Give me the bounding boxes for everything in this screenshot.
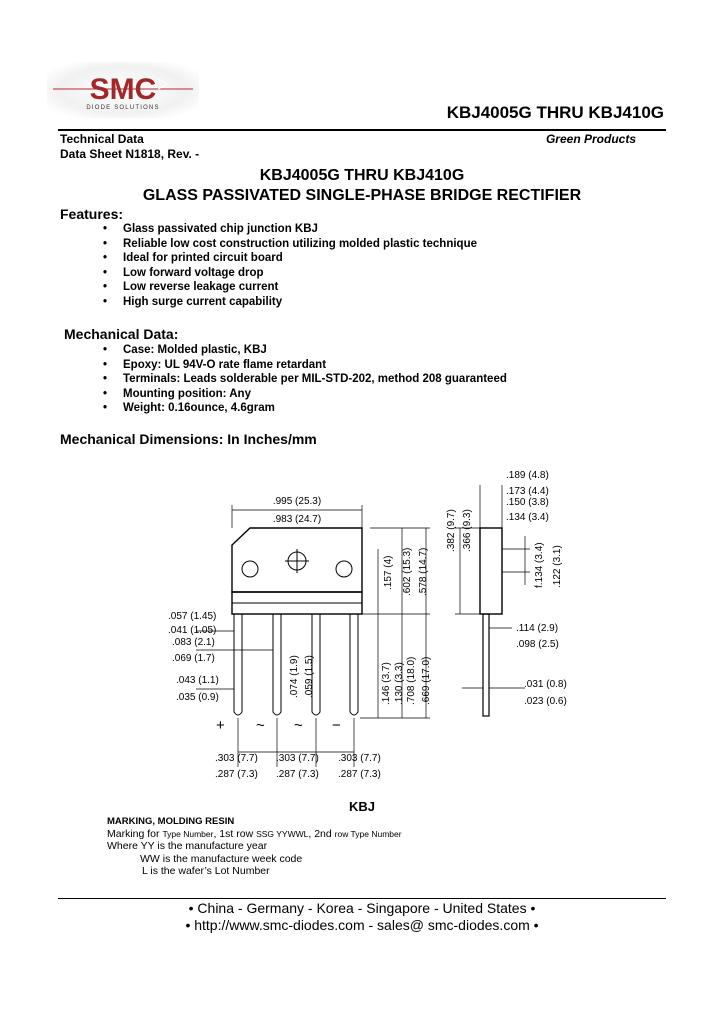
data-sheet-label: Data Sheet N1818, Rev. - — [60, 147, 200, 161]
features-list: •Glass passivated chip junction KBJ •Rel… — [103, 222, 477, 310]
marking-text: row Type Number — [334, 829, 402, 839]
feature-text: Reliable low cost construction utilizing… — [123, 237, 477, 250]
technical-data-block: Technical Data Data Sheet N1818, Rev. - — [60, 132, 199, 162]
package-name: KBJ — [348, 799, 375, 814]
dim-h4: .146 (3.7) — [381, 662, 392, 705]
mechanical-data-list: •Case: Molded plastic, KBJ •Epoxy: UL 94… — [103, 343, 507, 416]
marking-text: Type Number — [162, 829, 214, 839]
dim-s11: .031 (0.8) — [524, 679, 567, 690]
bullet-glyph: • — [526, 900, 536, 916]
dim-s2: .173 (4.4) — [506, 486, 549, 497]
list-item: •Low reverse leakage current — [103, 281, 279, 294]
svg-text:SMC: SMC — [90, 73, 157, 106]
list-item: •Reliable low cost construction utilizin… — [103, 237, 477, 250]
footer-locations: • China - Germany - Korea - Singapore - … — [0, 900, 724, 916]
list-item: •Ideal for printed circuit board — [103, 252, 283, 265]
dim-s7: f.134 (3.4) — [534, 542, 545, 588]
mechanical-text: Weight: 0.16ounce, 4.6gram — [123, 402, 275, 415]
dim-h1: .157 (4) — [383, 556, 394, 590]
dim-w2: .983 (24.7) — [273, 514, 321, 525]
list-item: •Mounting position: Any — [103, 387, 251, 400]
dim-h5: .130 (3.3) — [394, 662, 405, 705]
list-item: •Epoxy: UL 94V-O rate flame retardant — [103, 358, 327, 371]
bullet-glyph: • — [188, 900, 198, 916]
pin-ac1: ~ — [256, 717, 265, 734]
header-divider — [58, 129, 666, 131]
dim-p1b: .287 (7.3) — [215, 769, 258, 780]
mechanical-dimensions-heading: Mechanical Dimensions: In Inches/mm — [60, 431, 317, 447]
dim-a1: .057 (1.45) — [168, 611, 216, 622]
mechanical-text: Mounting position: Any — [123, 387, 251, 400]
mechanical-text: Case: Molded plastic, KBJ — [123, 344, 267, 356]
header-part-range: KBJ4005G THRU KBJ410G — [446, 103, 664, 122]
dim-p3a: .303 (7.7) — [338, 753, 381, 764]
marking-line-3: WW is the manufacture week code — [140, 853, 303, 865]
pin-ac2: ~ — [294, 717, 303, 734]
features-heading: Features: — [60, 206, 124, 222]
marking-heading: MARKING, MOLDING RESIN — [107, 816, 235, 827]
dim-h7: .669 (17.0) — [421, 657, 432, 705]
list-item: •High surge current capability — [103, 295, 283, 308]
list-item: •Case: Molded plastic, KBJ — [103, 344, 267, 356]
dim-s4: .134 (3.4) — [506, 512, 549, 523]
marking-line-4: L is the wafer’s Lot Number — [142, 865, 270, 877]
dim-d2: .059 (1.5) — [304, 655, 315, 698]
dim-h6: .708 (18.0) — [406, 657, 417, 705]
dim-p3b: .287 (7.3) — [338, 769, 381, 780]
smc-logo: SMC DIODE SOLUTIONS — [47, 62, 199, 118]
bullet-glyph: • — [529, 917, 539, 933]
dim-d1: .074 (1.9) — [289, 655, 300, 698]
pin-minus: − — [332, 717, 341, 734]
dim-s3: .150 (3.8) — [506, 497, 549, 508]
footer-locations-text: China - Germany - Korea - Singapore - Un… — [197, 900, 527, 916]
dim-s1: .189 (4.8) — [506, 470, 549, 481]
dim-p1a: .303 (7.7) — [215, 753, 258, 764]
dim-w1: .995 (25.3) — [273, 496, 321, 507]
doc-title: KBJ4005G THRU KBJ410G — [259, 167, 465, 184]
technical-data-label: Technical Data — [60, 132, 144, 146]
marking-line-1: Marking for Type Number, 1st row SSG YYW… — [107, 828, 402, 840]
dim-b2: .069 (1.7) — [172, 653, 215, 664]
feature-text: Ideal for printed circuit board — [123, 252, 283, 265]
mechanical-data-heading: Mechanical Data: — [64, 326, 179, 342]
list-item: •Weight: 0.16ounce, 4.6gram — [103, 402, 275, 415]
dim-h2: .602 (15.3) — [402, 548, 413, 596]
feature-text: Glass passivated chip junction KBJ — [123, 223, 318, 235]
footer-contact: • http://www.smc-diodes.com - sales@ smc… — [0, 917, 724, 933]
footer-contact-text[interactable]: http://www.smc-diodes.com - sales@ smc-d… — [194, 917, 530, 933]
mechanical-text: Terminals: Leads solderable per MIL-STD-… — [123, 373, 507, 386]
dim-c1: .043 (1.1) — [176, 675, 219, 686]
list-item: •Glass passivated chip junction KBJ — [103, 223, 318, 235]
feature-text: Low reverse leakage current — [123, 281, 279, 294]
dim-a2: .041 (1.05) — [168, 625, 216, 636]
marking-text: , 2nd — [308, 828, 335, 840]
dim-s6: .366 (9.3) — [462, 509, 473, 552]
dim-s12: .023 (0.6) — [524, 696, 567, 707]
dim-c2: .035 (0.9) — [176, 692, 219, 703]
dim-s5: .382 (9.7) — [446, 509, 457, 552]
mechanical-text: Epoxy: UL 94V-O rate flame retardant — [123, 358, 327, 371]
dim-h3: .578 (14.7) — [418, 548, 429, 596]
list-item: •Terminals: Leads solderable per MIL-STD… — [103, 373, 507, 386]
marking-text: , 1st row — [213, 828, 257, 840]
marking-line-2: Where YY is the manufacture year — [107, 840, 268, 852]
marking-text: Marking for — [107, 828, 163, 840]
dim-s10: .098 (2.5) — [516, 639, 559, 650]
feature-text: High surge current capability — [123, 295, 283, 308]
svg-text:DIODE SOLUTIONS: DIODE SOLUTIONS — [86, 105, 159, 111]
dim-b1: .083 (2.1) — [172, 637, 215, 648]
list-item: •Low forward voltage drop — [103, 266, 264, 279]
dimension-drawing: .995 (25.3) .983 (24.7) .057 (1.45) .041… — [168, 470, 567, 780]
dim-p2a: .303 (7.7) — [276, 753, 319, 764]
pin-plus: + — [216, 717, 225, 734]
dim-s9: .114 (2.9) — [516, 623, 558, 634]
bullet-glyph: • — [185, 917, 195, 933]
dim-p2b: .287 (7.3) — [276, 769, 319, 780]
dim-s8: .122 (3.1) — [552, 545, 563, 588]
feature-text: Low forward voltage drop — [123, 266, 264, 279]
doc-subtitle: GLASS PASSIVATED SINGLE-PHASE BRIDGE REC… — [142, 187, 582, 204]
marking-text: SSG YYWWL — [256, 829, 309, 839]
footer-divider — [58, 898, 666, 899]
green-products-label: Green Products — [545, 132, 636, 146]
